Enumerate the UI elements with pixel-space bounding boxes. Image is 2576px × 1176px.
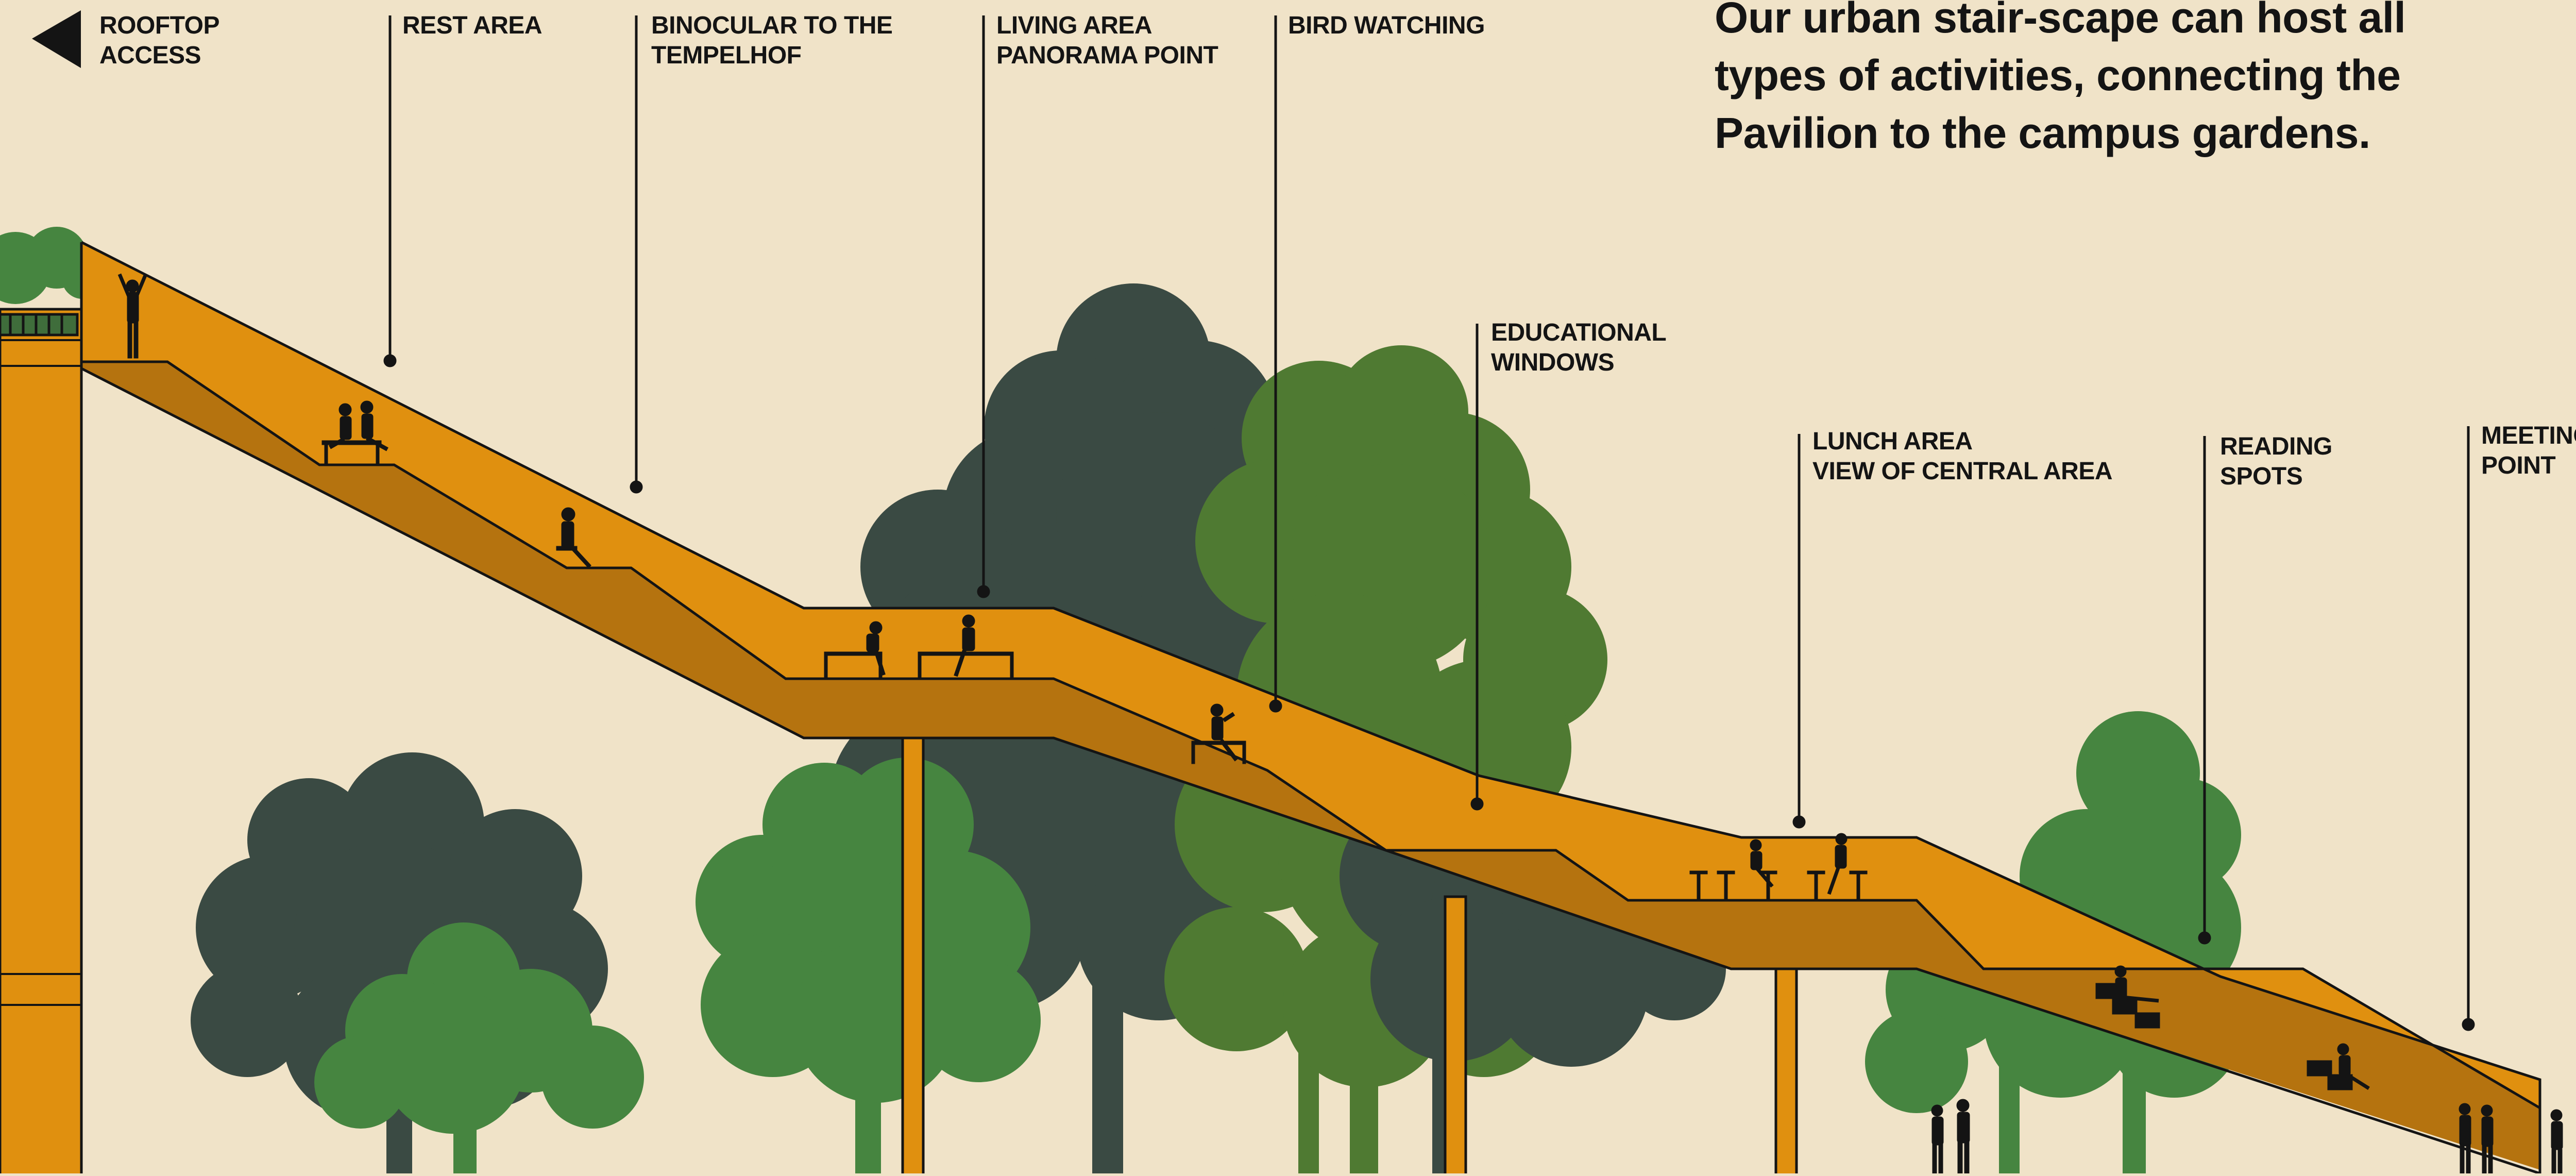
person-waving — [117, 273, 148, 359]
label-rooftop-access: ROOFTOP ACCESS — [99, 12, 219, 69]
stair-outlines — [80, 241, 2541, 1175]
support-columns — [901, 736, 1798, 1176]
lunch-area-tables — [1689, 833, 1868, 901]
label-living-area: LIVING AREA PANORAMA POINT — [996, 12, 1218, 69]
bird-watching-seat — [1191, 703, 1246, 764]
meeting-point-people — [2459, 1103, 2563, 1174]
label-binocular: BINOCULAR TO THE TEMPELHOF — [651, 12, 893, 69]
label-rest-area: REST AREA — [402, 12, 543, 39]
leader-lines — [383, 15, 2475, 1031]
headline-text: Our urban stair-scape can host all types… — [1715, 0, 2406, 157]
tree-green-left — [314, 922, 644, 1175]
tree-dark-left — [191, 752, 608, 1175]
label-educational-windows: EDUCATIONAL WINDOWS — [1491, 319, 1667, 376]
people-and-furniture — [117, 273, 2563, 1174]
label-reading-spots: READING SPOTS — [2220, 433, 2332, 490]
living-area-benches — [824, 614, 1014, 679]
stair-top-surface — [81, 242, 2540, 1108]
label-lunch-area: LUNCH AREA VIEW OF CENTRAL AREA — [1812, 428, 2113, 485]
label-bird-watching: BIRD WATCHING — [1288, 12, 1485, 39]
triangle-left-icon — [32, 10, 81, 68]
rest-area-bench — [321, 400, 388, 465]
reading-spot-people — [2095, 965, 2370, 1090]
ground-people — [1931, 1099, 1970, 1174]
stair-underside — [81, 362, 2540, 1170]
label-meeting-point: MEETING POINT — [2481, 422, 2576, 479]
stair-scape — [80, 241, 2541, 1176]
pavilion-building — [0, 308, 83, 1176]
rooftop-railing — [0, 313, 79, 337]
person-seated-binocular — [556, 507, 591, 568]
